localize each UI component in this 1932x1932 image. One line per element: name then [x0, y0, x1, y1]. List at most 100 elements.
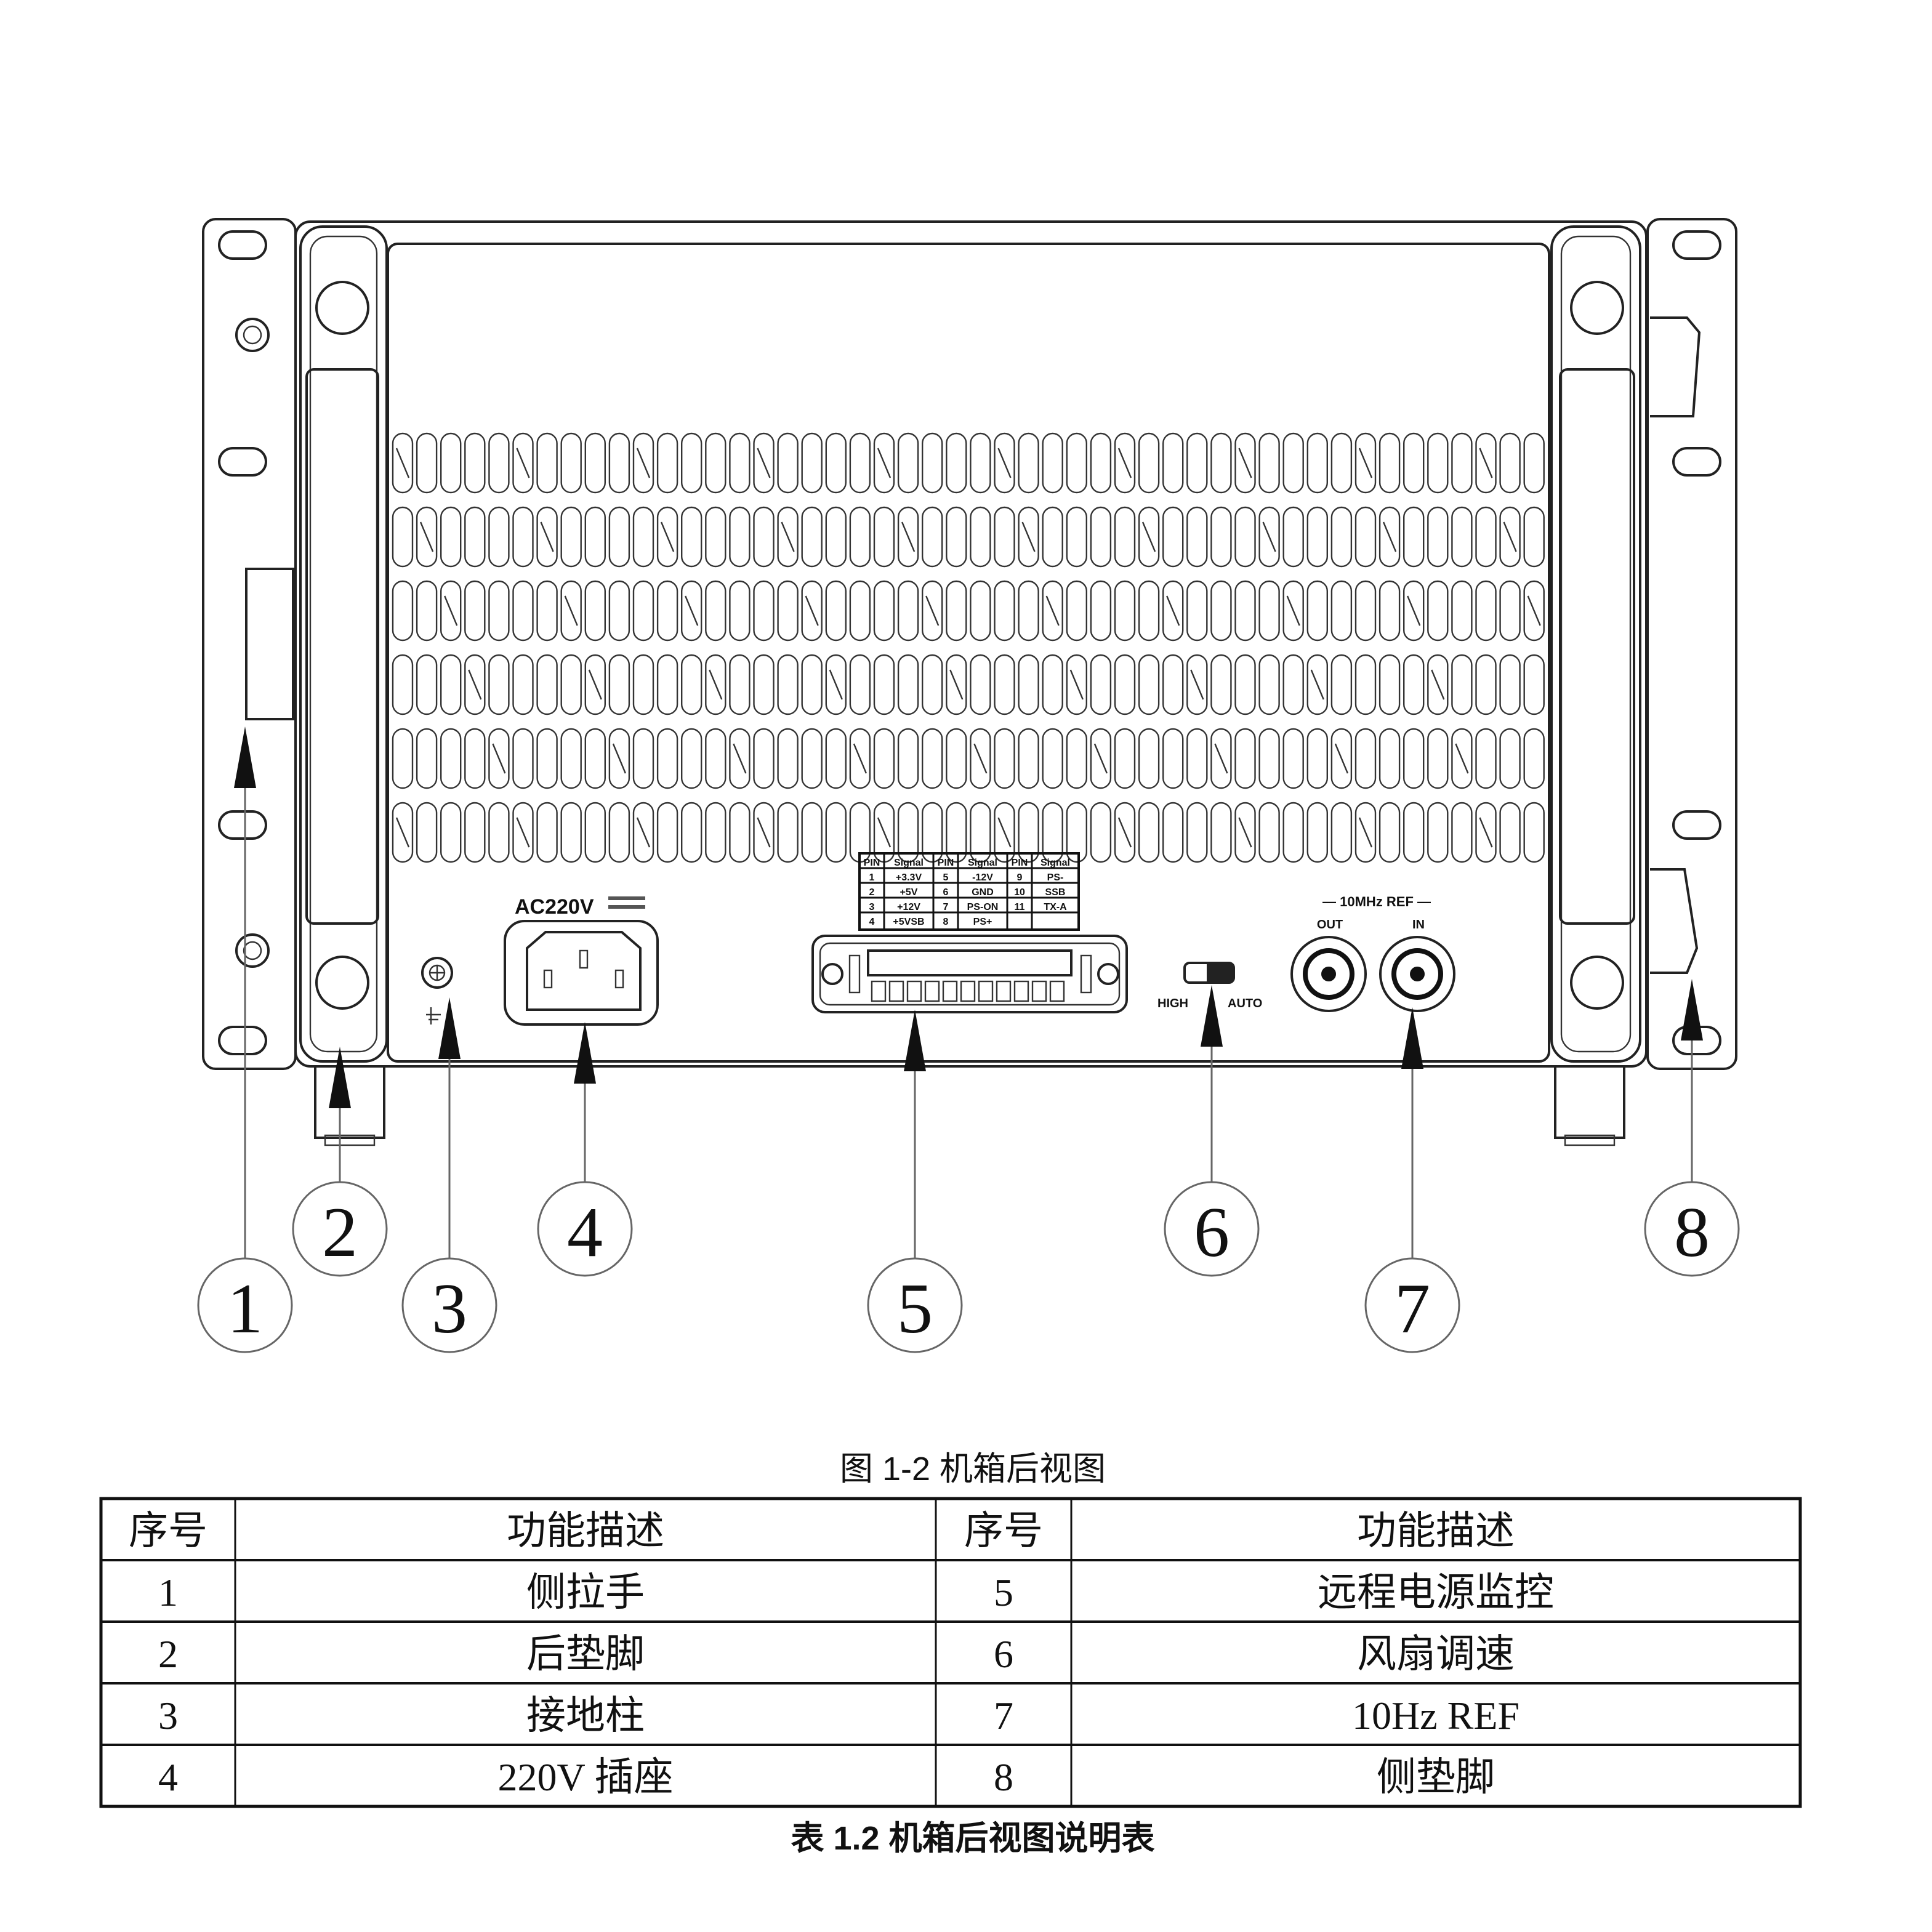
- vent-slot: [1475, 654, 1497, 715]
- vent-slot: [1282, 728, 1304, 789]
- vent-slot: [1162, 728, 1184, 789]
- ref-in-bnc[interactable]: [1379, 936, 1455, 1012]
- ref-out-bnc[interactable]: [1290, 936, 1367, 1012]
- vent-slot: [1186, 802, 1208, 863]
- vent-slot: [1499, 432, 1521, 494]
- left-side-handle: [299, 225, 388, 1063]
- vent-slot: [1018, 580, 1039, 642]
- vent-fan-blade: [540, 521, 554, 552]
- vent-slot: [1210, 728, 1232, 789]
- vent-slot: [1475, 580, 1497, 642]
- vent-fan-blade: [636, 448, 651, 478]
- vent-slot: [1234, 728, 1256, 789]
- fan-speed-switch[interactable]: HIGH AUTO: [1157, 962, 1262, 1010]
- remote-monitor-connector[interactable]: [811, 935, 1128, 1013]
- vent-slot: [1427, 654, 1449, 715]
- vent-slot: [1066, 506, 1088, 568]
- vent-slot: [1114, 580, 1136, 642]
- callout-4: 4: [537, 1022, 633, 1277]
- vent-slot: [753, 802, 775, 863]
- callout-1: 1: [197, 727, 293, 1353]
- pin-table-cell: PS-ON: [967, 902, 999, 912]
- vent-slot: [584, 580, 606, 642]
- vent-fan-blade: [492, 743, 506, 774]
- vent-slot: [608, 432, 630, 494]
- chassis-panel: [294, 220, 1648, 1068]
- vent-slot: [488, 654, 510, 715]
- vent-fan-blade: [709, 669, 723, 700]
- vent-slot: [897, 728, 919, 789]
- vent-fan-blade: [877, 448, 892, 478]
- vent-slot: [1042, 506, 1063, 568]
- vent-slot: [1162, 802, 1184, 863]
- vent-slot: [1451, 506, 1473, 568]
- vent-slot: [416, 580, 438, 642]
- connector-pin: [942, 980, 958, 1002]
- pin-table-cell: 9: [1017, 872, 1023, 883]
- vent-slot: [825, 802, 847, 863]
- vent-slot: [1066, 432, 1088, 494]
- vent-fan-blade: [1358, 448, 1373, 478]
- vent-slot: [488, 432, 510, 494]
- vent-slot: [1354, 802, 1377, 863]
- pin-table-cell: +5VSB: [893, 917, 924, 927]
- vent-slot: [849, 728, 871, 789]
- connector-pin: [924, 980, 940, 1002]
- vent-slot: [464, 506, 486, 568]
- vent-slot: [1523, 432, 1545, 494]
- vent-slot: [1282, 802, 1304, 863]
- vent-slot: [680, 580, 702, 642]
- vent-slot: [416, 654, 438, 715]
- vent-slot: [1306, 580, 1329, 642]
- ac-power-socket[interactable]: AC220V: [504, 895, 659, 1026]
- table-cell: 4: [158, 1755, 178, 1799]
- vent-slot: [705, 506, 727, 568]
- connector-pin: [1049, 980, 1065, 1002]
- callout-number: 7: [1395, 1270, 1430, 1348]
- vent-slot: [1379, 580, 1401, 642]
- vent-slot: [560, 728, 582, 789]
- ref-in-label: IN: [1412, 918, 1425, 932]
- vent-slot: [440, 654, 462, 715]
- vent-slot: [1427, 506, 1449, 568]
- vent-slot: [1258, 580, 1280, 642]
- vent-slot: [392, 580, 414, 642]
- vent-slot: [1234, 654, 1256, 715]
- vent-slot: [825, 580, 847, 642]
- pin-table-cell: +3.3V: [896, 872, 922, 883]
- vent-slot: [777, 432, 799, 494]
- table-header-cell: 功能描述: [507, 1509, 664, 1553]
- vent-slot: [994, 506, 1015, 568]
- vent-slot: [1379, 506, 1401, 568]
- vent-slot: [1330, 728, 1353, 789]
- vent-fan-blade: [901, 521, 916, 552]
- vent-slot: [921, 802, 943, 863]
- vent-slot: [1066, 654, 1088, 715]
- vent-slot: [1114, 802, 1136, 863]
- vent-slot: [994, 432, 1015, 494]
- vent-slot: [440, 506, 462, 568]
- vent-slot: [632, 506, 654, 568]
- vent-fan-blade: [1021, 521, 1036, 552]
- vent-slot: [1403, 580, 1425, 642]
- vent-slot: [1210, 802, 1232, 863]
- vent-slot: [970, 654, 991, 715]
- vent-slot: [488, 802, 510, 863]
- vent-slot: [584, 654, 606, 715]
- vent-slot: [897, 654, 919, 715]
- vent-slot: [970, 802, 991, 863]
- arrow-icon: [574, 1022, 596, 1084]
- vent-slot: [1090, 654, 1112, 715]
- vent-slot: [1427, 802, 1449, 863]
- vent-fan-blade: [685, 595, 699, 626]
- figure-caption: 图 1-2 机箱后视图: [840, 1451, 1106, 1487]
- vent-slot: [970, 728, 991, 789]
- vent-slot: [584, 506, 606, 568]
- vent-slot: [946, 506, 967, 568]
- vent-slot: [608, 728, 630, 789]
- vent-slot: [897, 506, 919, 568]
- pin-table-cell: Signal: [894, 858, 924, 868]
- vent-slot: [1403, 802, 1425, 863]
- vent-slot: [1042, 580, 1063, 642]
- vent-fan-blade: [1141, 521, 1156, 552]
